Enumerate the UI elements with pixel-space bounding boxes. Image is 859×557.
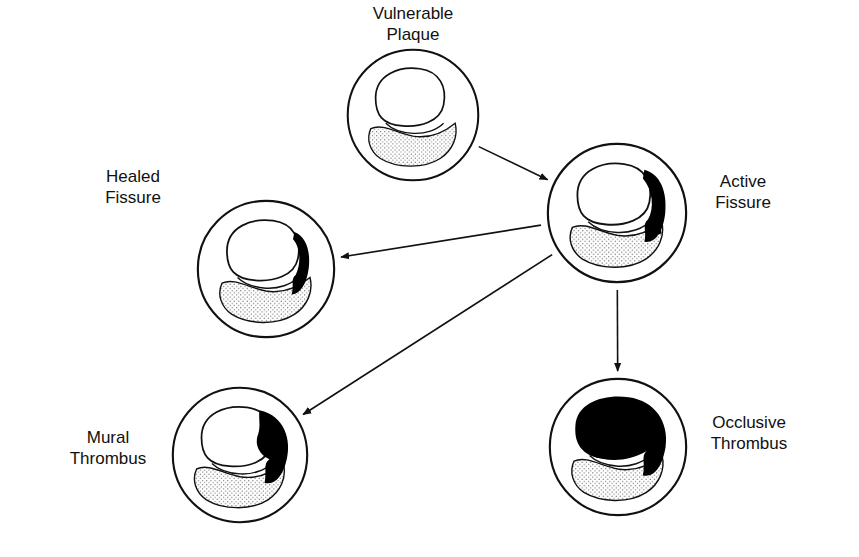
artery-cross-section <box>545 141 689 285</box>
artery-cross-section <box>547 376 689 518</box>
artery-cross-section <box>195 198 337 340</box>
artery-cross-section <box>170 385 310 525</box>
stage-label: Active Fissure <box>697 171 789 213</box>
plaque-circle: Active Fissure <box>545 141 689 285</box>
progression-arrow <box>303 255 552 415</box>
plaque-circle: Healed Fissure <box>195 198 337 340</box>
artery-cross-section <box>345 47 481 183</box>
stage-label: Vulnerable Plaque <box>353 3 473 45</box>
stage-label: Occlusive Thrombus <box>699 412 799 454</box>
progression-arrow <box>479 147 548 180</box>
plaque-circle: Mural Thrombus <box>170 385 310 525</box>
plaque-circle: Vulnerable Plaque <box>345 47 481 183</box>
plaque-circle: Occlusive Thrombus <box>547 376 689 518</box>
progression-arrow <box>617 290 619 371</box>
stage-label: Healed Fissure <box>83 166 183 208</box>
stage-label: Mural Thrombus <box>58 427 158 469</box>
progression-arrow <box>341 225 541 257</box>
